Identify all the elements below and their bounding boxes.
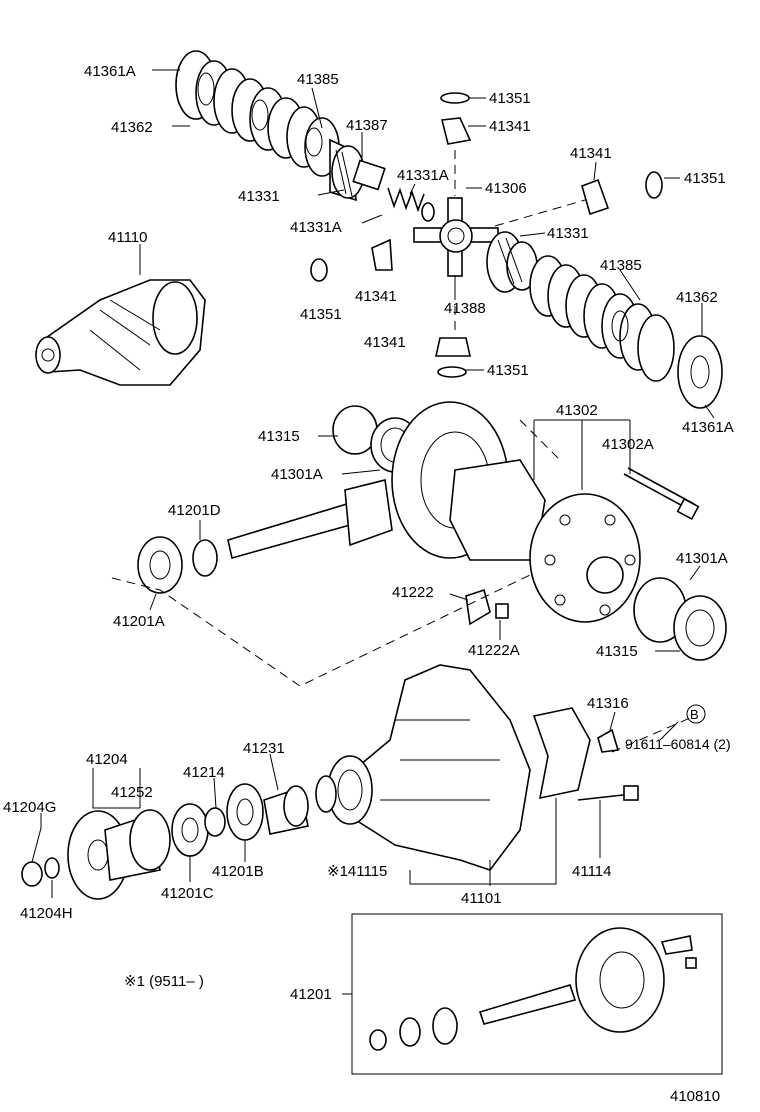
ring-gear-bolt: [623, 467, 700, 521]
oil-seal-41252: [129, 809, 171, 871]
label-41341-b: 41341: [570, 145, 612, 162]
drive-pinion-shaft: [227, 479, 393, 559]
ref-b-circle: [686, 704, 706, 724]
label-41315-b: 41315: [596, 643, 638, 660]
label-41201: 41201: [290, 986, 332, 1003]
right-side-gear: [486, 231, 538, 293]
label-41204H: 41204H: [20, 905, 73, 922]
bearing-41201C: [171, 803, 209, 857]
bearing-cap-41114: [532, 707, 639, 801]
label-41110: 41110: [108, 229, 148, 246]
left-side-gear: [329, 138, 386, 202]
label-41222A: 41222A: [468, 642, 520, 659]
differential-case: [449, 459, 641, 623]
label-41385-top: 41385: [297, 71, 339, 88]
carrier-assembly-41110: [35, 279, 206, 386]
label-141115: ※141115: [327, 863, 387, 880]
label-91611-60814: 91611–60814 (2): [625, 736, 731, 752]
pinion-41231: [263, 785, 309, 835]
pinion-shaft-cross: [413, 197, 499, 277]
label-41385-right: 41385: [600, 257, 642, 274]
label-41201A: 41201A: [113, 613, 165, 630]
label-41331-right: 41331: [547, 225, 589, 242]
leader-lines: [31, 69, 715, 995]
label-41101: 41101: [461, 890, 502, 907]
label-41302: 41302: [556, 402, 598, 419]
right-clutch-plate-stack: [529, 255, 723, 409]
label-41331A-b: 41331A: [290, 219, 342, 236]
pinion-gears-small: [310, 92, 663, 378]
label-41201C: 41201C: [161, 885, 214, 902]
label-41351-d: 41351: [487, 362, 529, 379]
part-labels: 41361A 41385 41362 41387 41331 41331A 41…: [3, 63, 734, 1105]
label-41341-a: 41341: [489, 118, 531, 135]
label-41341-c: 41341: [355, 288, 397, 305]
label-ref-b: B: [690, 707, 699, 722]
label-41388: 41388: [444, 300, 486, 317]
bearing-41201A: [137, 536, 218, 594]
label-41351-a: 41351: [489, 90, 531, 107]
label-41204: 41204: [86, 751, 128, 768]
label-41214: 41214: [183, 764, 225, 781]
label-41204G: 41204G: [3, 799, 56, 816]
left-spring: [387, 187, 435, 222]
label-41201B: 41201B: [212, 863, 264, 880]
label-41316: 41316: [587, 695, 629, 712]
axle-housing-41101: [315, 664, 531, 871]
label-41301A-b: 41301A: [676, 550, 728, 567]
label-41114: 41114: [572, 863, 612, 880]
pinion-nut-41204G: [21, 857, 60, 887]
bracket-41316: [597, 728, 620, 753]
lock-plate-and-bolt: [465, 588, 509, 626]
label-41351-c: 41351: [300, 306, 342, 323]
label-41351-b: 41351: [684, 170, 726, 187]
label-41362-right: 41362: [676, 289, 718, 306]
label-41361A-top: 41361A: [84, 63, 136, 80]
label-41315-a: 41315: [258, 428, 300, 445]
label-41301A-a: 41301A: [271, 466, 323, 483]
label-41341-d: 41341: [364, 334, 406, 351]
left-clutch-plate-stack: [175, 50, 340, 177]
label-41222: 41222: [392, 584, 434, 601]
bearing-41201B: [226, 783, 264, 841]
label-41361A-right: 41361A: [682, 419, 734, 436]
label-41201D: 41201D: [168, 502, 221, 519]
label-41331A-a: 41331A: [397, 167, 449, 184]
label-41362-top: 41362: [111, 119, 153, 136]
diagram-reference-number: 410810: [670, 1088, 720, 1105]
guide-lines: [111, 150, 691, 753]
inset-box-41201: [351, 913, 723, 1075]
spacer-41214: [204, 807, 226, 837]
label-41252: 41252: [111, 784, 153, 801]
label-41231: 41231: [243, 740, 285, 757]
label-41306: 41306: [485, 180, 527, 197]
label-41302A: 41302A: [602, 436, 654, 453]
label-41331-top: 41331: [238, 188, 280, 205]
footnote-text: ※1 (9511– ): [124, 973, 204, 990]
side-bearing-right: [633, 577, 727, 661]
label-41387: 41387: [346, 117, 388, 134]
